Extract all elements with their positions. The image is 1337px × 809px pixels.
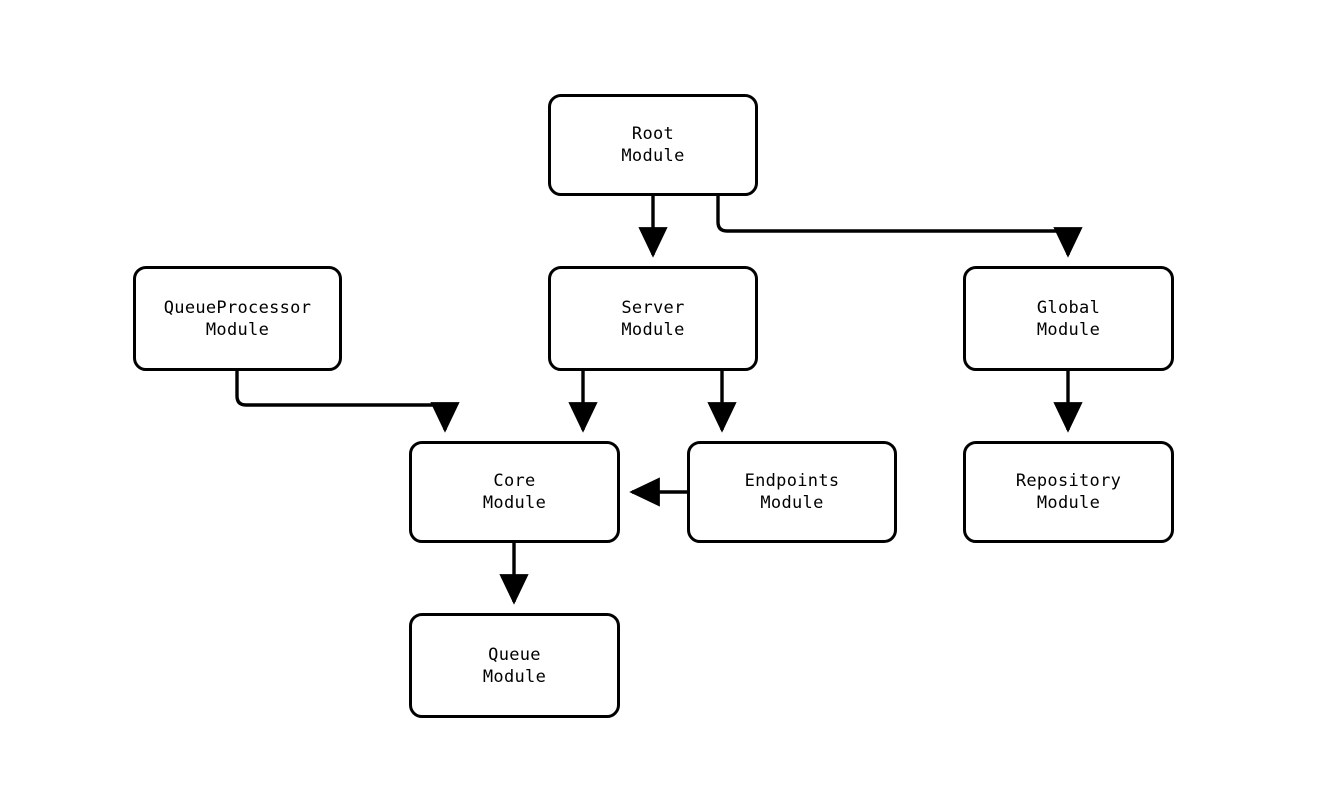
node-server-module[interactable]: Server Module xyxy=(548,266,758,371)
node-root-module-line2: Module xyxy=(621,146,685,166)
node-endpoints-module[interactable]: Endpoints Module xyxy=(687,441,897,543)
node-global-module[interactable]: Global Module xyxy=(963,266,1174,371)
edge-queueprocessor-to-core xyxy=(235,371,460,433)
node-server-module-line2: Module xyxy=(621,319,685,340)
node-queue-module-line2: Module xyxy=(482,666,547,687)
node-core-module-line2: Module xyxy=(482,493,547,513)
node-endpoints-module-line2: Module xyxy=(760,493,824,513)
node-global-module-line2: Module xyxy=(1036,319,1101,340)
node-root-module[interactable]: Root Module xyxy=(548,94,758,196)
node-queueprocessor-module-line1: QueueProcessor xyxy=(163,297,312,318)
node-queueprocessor-module[interactable]: QueueProcessor Module xyxy=(133,266,342,371)
node-queueprocessor-module-line2: Module xyxy=(205,319,270,340)
node-endpoints-module-line1: Endpoints xyxy=(744,471,840,491)
node-server-module-line1: Server xyxy=(621,297,685,318)
node-repository-module-line1: Repository xyxy=(1015,471,1122,491)
edge-root-to-global xyxy=(716,196,1083,258)
node-root-module-line1: Root xyxy=(631,124,675,144)
node-global-module-line1: Global xyxy=(1036,297,1101,318)
node-queue-module-line1: Queue xyxy=(488,644,541,665)
node-core-module[interactable]: Core Module xyxy=(409,441,620,543)
node-repository-module[interactable]: Repository Module xyxy=(963,441,1174,543)
node-repository-module-line2: Module xyxy=(1036,493,1101,513)
node-core-module-line1: Core xyxy=(493,471,536,491)
node-queue-module[interactable]: Queue Module xyxy=(409,613,620,718)
